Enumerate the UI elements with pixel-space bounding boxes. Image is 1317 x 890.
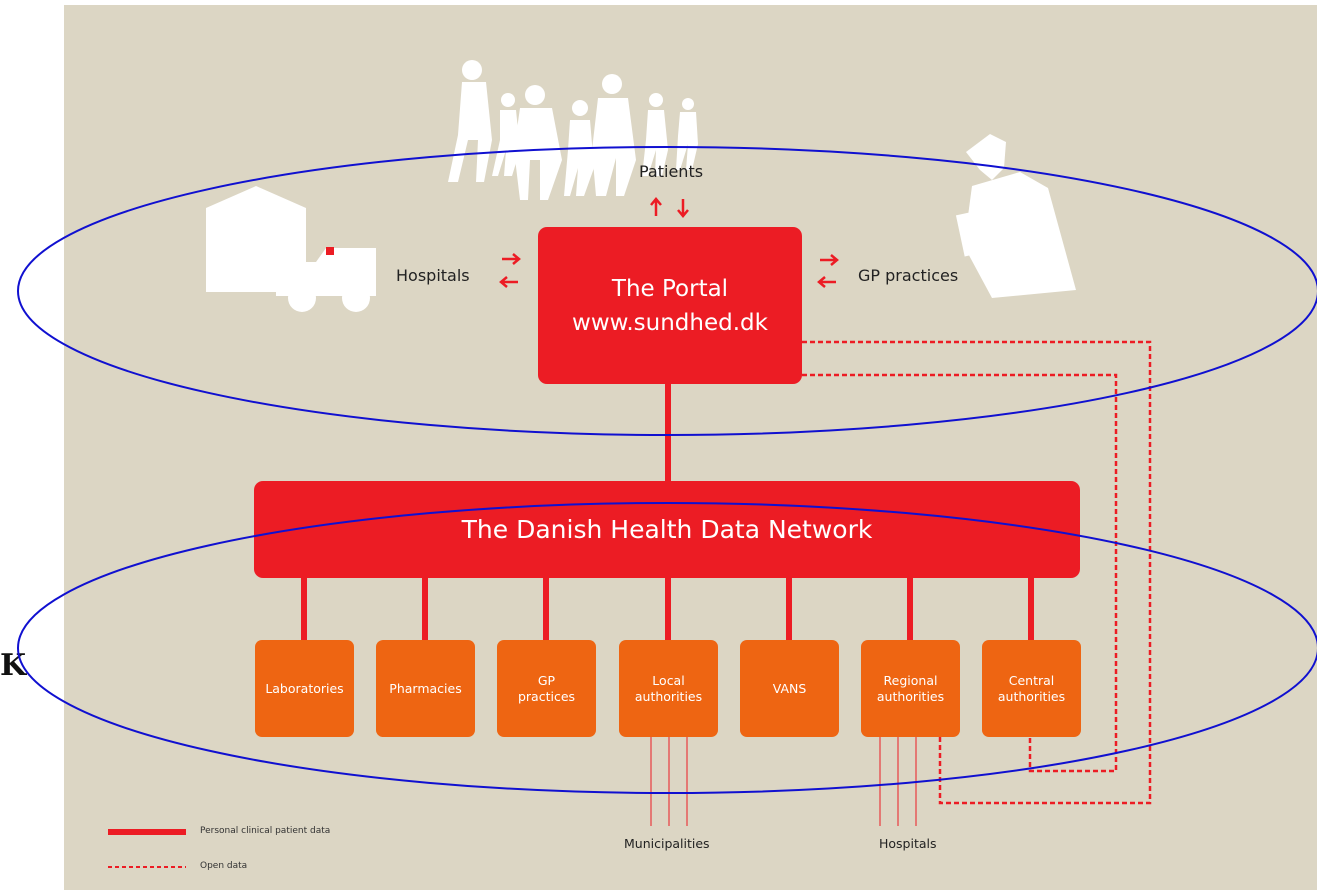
node-regional-authorities: Regional authorities [861,640,960,737]
municipalities-label: Municipalities [624,836,710,851]
legend-solid-label: Personal clinical patient data [200,826,331,836]
doctor-silhouette-icon [955,134,1076,298]
node-pharmacies: Pharmacies [376,640,475,737]
node-local-authorities: Local authorities [619,640,718,737]
ambulance-icon [206,186,376,312]
hospitals-label: Hospitals [396,266,470,285]
patients-label: Patients [639,162,704,181]
network-box: The Danish Health Data Network [254,481,1080,578]
portal-url: www.sundhed.dk [572,309,768,336]
ambulance-light-icon [326,247,334,255]
gp-practices-label: GP practices [858,266,959,285]
branch-lines [650,737,917,826]
hospitals-bottom-label: Hospitals [879,836,937,851]
legend-dashed-label: Open data [200,861,248,871]
portal-box: The Portal www.sundhed.dk [538,227,802,384]
node-vans: VANS [740,640,839,737]
node-laboratories: Laboratories [255,640,354,737]
node-central-authorities: Central authorities [982,640,1081,737]
node-gp-practices: GP practices [497,640,596,737]
network-title: The Danish Health Data Network [461,515,873,544]
portal-title: The Portal [611,275,729,302]
stray-glyph: K [0,648,27,683]
